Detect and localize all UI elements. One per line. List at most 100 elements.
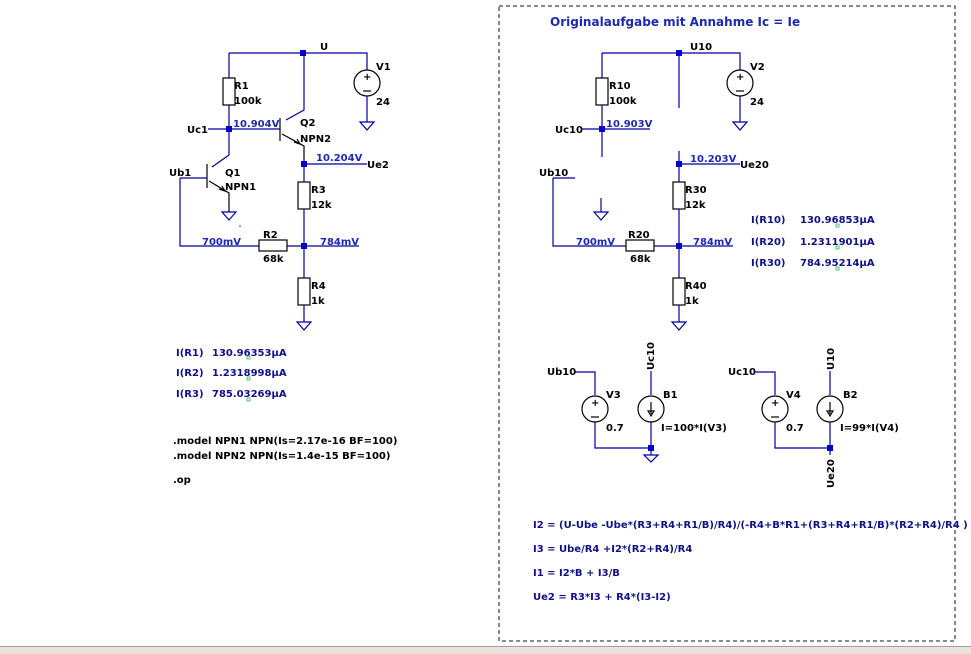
current-value: 784.95214µA: [800, 258, 875, 269]
v1-value: 24: [376, 97, 390, 108]
junction-uc1: [226, 126, 232, 132]
v1-name: V1: [376, 62, 391, 73]
wire-u-rail[interactable]: [229, 52, 368, 70]
b1-name: B1: [663, 390, 678, 401]
r1-value: 100k: [234, 96, 262, 107]
junction-ue2: [301, 161, 307, 167]
v2-value: 24: [750, 97, 764, 108]
wire-v3-b1[interactable]: [594, 422, 651, 449]
v4-name: V4: [786, 390, 801, 401]
wire-ub1-r2[interactable]: [179, 178, 259, 247]
formula-line: Ue2 = R3*I3 + R4*(I3-I2): [533, 592, 671, 603]
right-current-readouts: I(R10) 130.96853µA I(R20) 1.2311901µA I(…: [751, 215, 875, 271]
resistor-r10[interactable]: [595, 77, 609, 106]
net-label-u10-b2: U10: [826, 348, 837, 370]
current-label: I(R2): [176, 368, 204, 379]
voltage-mid: 784mV: [693, 237, 732, 248]
net-label-ub10-v3: Ub10: [547, 367, 576, 378]
status-bar: [0, 646, 971, 654]
probe-marker: [246, 397, 251, 402]
frame-title: Originalaufgabe mit Annahme Ic = Ie: [550, 15, 800, 29]
q2-emitter: [281, 133, 305, 160]
v3-value: 0.7: [606, 423, 624, 434]
r10-name: R10: [609, 81, 631, 92]
ground-icon: [642, 454, 660, 463]
right-circuit: U10 R10 100k Uc10 10.903V + V2 24 10.203…: [533, 42, 968, 603]
current-label: I(R3): [176, 389, 204, 400]
dashed-frame: [498, 5, 956, 642]
left-circuit: U R1 100k Uc1 10.904V + V1 24 Q2 NPN2 10…: [169, 42, 397, 486]
r20-value: 68k: [630, 254, 651, 265]
wire-ub10-r20[interactable]: [552, 178, 626, 247]
wire-q2-collector[interactable]: [285, 53, 305, 121]
r10-value: 100k: [609, 96, 637, 107]
net-label-ub1: Ub1: [169, 168, 191, 179]
ground-icon: [592, 211, 610, 221]
current-value: 130.96853µA: [800, 215, 875, 226]
current-label: I(R30): [751, 258, 785, 269]
current-value: 1.2318998µA: [212, 368, 287, 379]
r20-name: R20: [628, 230, 650, 241]
resistor-r4[interactable]: [297, 277, 311, 306]
ground-icon: [295, 321, 313, 331]
spice-directive[interactable]: .model NPN1 NPN(Is=2.17e-16 BF=100): [173, 436, 397, 447]
junction-b2: [827, 445, 833, 451]
probe-marker: [835, 245, 840, 250]
v2-name: V2: [750, 62, 765, 73]
resistor-r20[interactable]: [625, 239, 655, 252]
resistor-r30[interactable]: [672, 181, 686, 210]
r3-value: 12k: [311, 200, 332, 211]
wire-u10-rail[interactable]: [602, 52, 741, 70]
junction-b1: [648, 445, 654, 451]
junction-u: [300, 50, 306, 56]
b2-value: I=99*I(V4): [840, 423, 899, 434]
arrow-down-icon: [646, 402, 656, 418]
ground-icon: [670, 321, 688, 331]
resistor-r40[interactable]: [672, 277, 686, 306]
current-label: I(R10): [751, 215, 785, 226]
net-label-uc10: Uc10: [555, 125, 583, 136]
resistor-r2[interactable]: [258, 239, 288, 252]
r4-value: 1k: [311, 296, 325, 307]
wire-q1-collector[interactable]: [211, 154, 230, 168]
spice-directive[interactable]: .model NPN2 NPN(Is=1.4e-15 BF=100): [173, 451, 390, 462]
v1-plus-sign: +: [363, 72, 371, 83]
wire-ub10-v3[interactable]: [574, 371, 596, 395]
r2-name: R2: [263, 230, 278, 241]
r4-name: R4: [311, 281, 326, 292]
voltage-ue2: 10.204V: [316, 153, 363, 164]
probe-marker: [246, 355, 251, 360]
left-current-readouts: I(R1) 130.96353µA I(R2) 1.2318998µA I(R3…: [176, 348, 287, 402]
formula-line: I2 = (U-Ube -Ube*(R3+R4+R1/B)/R4)/(-R4+B…: [533, 520, 968, 531]
current-value: 1.2311901µA: [800, 237, 875, 248]
b2-name: B2: [843, 390, 858, 401]
q2-name: Q2: [300, 118, 316, 129]
v4-value: 0.7: [786, 423, 804, 434]
q2-emitter-arrow: [293, 138, 302, 146]
net-label-u: U: [320, 42, 328, 53]
wire-v4-b2[interactable]: [774, 422, 830, 449]
wire-uc10-v4[interactable]: [754, 371, 776, 395]
q1-emitter-arrow: [218, 185, 227, 193]
r40-value: 1k: [685, 296, 699, 307]
junction-ue20: [676, 161, 682, 167]
current-label: I(R1): [176, 348, 204, 359]
net-label-ue20: Ue20: [740, 160, 769, 171]
r3-name: R3: [311, 185, 326, 196]
v2-plus-sign: +: [736, 72, 744, 83]
current-value: 785.03269µA: [212, 389, 287, 400]
r30-value: 12k: [685, 200, 706, 211]
net-label-uc10-v4: Uc10: [728, 367, 756, 378]
net-label-ue20-b2: Ue20: [826, 459, 837, 488]
probe-marker: [835, 223, 840, 228]
ground-icon: [220, 211, 238, 221]
resistor-r3[interactable]: [297, 181, 311, 210]
spice-directive[interactable]: .op: [173, 475, 191, 486]
current-label: I(R20): [751, 237, 785, 248]
v4-plus-sign: +: [771, 398, 779, 409]
net-label-uc1: Uc1: [187, 125, 208, 136]
voltage-ub10: 700mV: [576, 237, 615, 248]
voltage-mid: 784mV: [320, 237, 359, 248]
arrow-down-icon: [825, 402, 835, 418]
